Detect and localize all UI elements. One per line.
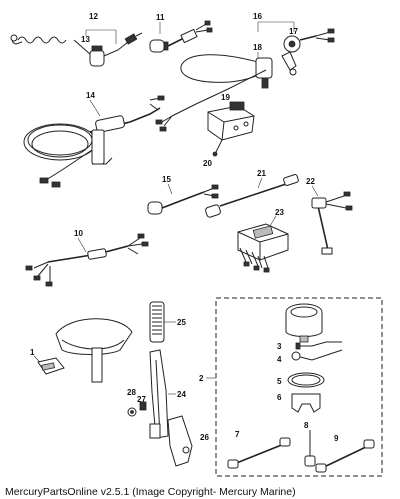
part-mount-base <box>37 318 133 383</box>
callout-10: 10 <box>74 229 83 238</box>
callout-27: 27 <box>137 395 146 404</box>
leader-22 <box>311 185 319 197</box>
part-grip <box>149 301 165 343</box>
kit-outline <box>215 297 383 477</box>
leader-16 <box>257 21 295 32</box>
part-extension-cable <box>205 174 299 218</box>
callout-25: 25 <box>177 318 186 327</box>
part-gauge-bracket <box>287 372 325 413</box>
callout-17: 17 <box>289 27 298 36</box>
part-bent-harness <box>311 191 353 255</box>
callout-15: 15 <box>162 175 171 184</box>
part-long-harness <box>25 233 149 287</box>
leader-14 <box>89 99 101 117</box>
callout-21: 21 <box>257 169 266 178</box>
callout-26: 26 <box>200 433 209 442</box>
callout-18: 18 <box>253 43 262 52</box>
callout-6: 6 <box>277 393 282 402</box>
part-jumper-8 <box>304 430 316 467</box>
part-lanyard-switch <box>10 32 143 67</box>
callout-8: 8 <box>304 421 309 430</box>
callout-20: 20 <box>203 159 212 168</box>
part-short-harness <box>149 20 213 53</box>
callout-12: 12 <box>89 12 98 21</box>
part-gauge <box>285 303 323 343</box>
part-jumper-9 <box>315 439 375 473</box>
part-gauge-wires <box>291 341 343 361</box>
part-lever-arm <box>127 349 193 467</box>
callout-14: 14 <box>86 91 95 100</box>
part-main-loop-harness <box>155 54 273 132</box>
callout-3: 3 <box>277 342 282 351</box>
callout-11: 11 <box>156 13 165 22</box>
leader-15 <box>167 183 173 195</box>
callout-19: 19 <box>221 93 230 102</box>
callout-9: 9 <box>334 434 339 443</box>
callout-16: 16 <box>253 12 262 21</box>
part-harness-15 <box>147 184 219 215</box>
callout-22: 22 <box>306 177 315 186</box>
callout-24: 24 <box>177 390 186 399</box>
callout-5: 5 <box>277 377 282 386</box>
part-control-box <box>237 223 289 273</box>
part-jumper-7 <box>227 437 291 469</box>
leader-1 <box>33 355 41 363</box>
leader-21 <box>257 177 263 189</box>
callout-2: 2 <box>199 374 204 383</box>
callout-23: 23 <box>275 208 284 217</box>
leader-12 <box>85 29 117 44</box>
part-coiled-cable <box>23 95 165 188</box>
copyright-caption: MercuryPartsOnline v2.5.1 (Image Copyrig… <box>5 486 296 498</box>
callout-7: 7 <box>235 430 240 439</box>
part-mount-bracket <box>207 101 255 157</box>
leader-10 <box>77 237 87 253</box>
callout-1: 1 <box>30 348 35 357</box>
callout-4: 4 <box>277 355 282 364</box>
callout-13: 13 <box>81 35 90 44</box>
callout-28: 28 <box>127 388 136 397</box>
leader-23 <box>269 215 277 227</box>
part-switch-harness <box>281 28 335 76</box>
